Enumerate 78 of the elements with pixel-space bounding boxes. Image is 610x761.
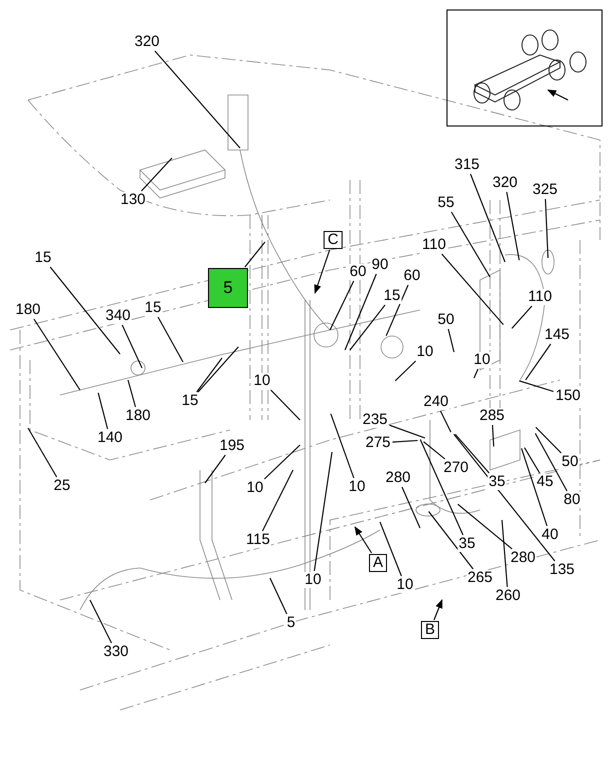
leader-line bbox=[524, 447, 540, 474]
callout-number: 280 bbox=[509, 550, 537, 566]
leader-line bbox=[423, 441, 446, 460]
leader-line bbox=[330, 280, 354, 330]
leader-line bbox=[454, 434, 490, 474]
callout-number: 10 bbox=[304, 572, 322, 588]
leader-line bbox=[394, 360, 416, 382]
callout-number: 50 bbox=[560, 454, 580, 470]
leader-line bbox=[28, 428, 58, 478]
leader-line bbox=[544, 198, 549, 258]
leader-line bbox=[379, 522, 402, 576]
leader-line bbox=[50, 266, 120, 354]
leader-line bbox=[350, 304, 386, 350]
callout-number: 15 bbox=[144, 300, 162, 316]
leader-line bbox=[428, 511, 474, 570]
leader-line bbox=[535, 426, 562, 454]
leader-line bbox=[470, 174, 506, 262]
leader-line bbox=[122, 324, 142, 368]
callout-number: 10 bbox=[472, 352, 492, 368]
leader-line bbox=[33, 318, 80, 390]
leader-line bbox=[389, 424, 426, 439]
leader-line bbox=[420, 439, 464, 536]
callout-number: 340 bbox=[104, 308, 132, 324]
leader-line bbox=[386, 284, 409, 336]
leader-line bbox=[204, 454, 226, 484]
callout-number: 40 bbox=[540, 527, 560, 543]
leader-line bbox=[262, 470, 294, 532]
leader-line bbox=[501, 520, 508, 588]
leader-line bbox=[314, 452, 333, 572]
callout-number: 240 bbox=[422, 394, 450, 410]
callout-number: 15 bbox=[382, 288, 402, 304]
leader-line bbox=[440, 410, 452, 432]
leader-line bbox=[98, 392, 108, 430]
leader-line bbox=[392, 440, 418, 443]
leader-line bbox=[520, 448, 548, 526]
leader-line bbox=[198, 346, 239, 392]
callout-number: 35 bbox=[488, 474, 506, 490]
leader-line bbox=[264, 444, 300, 480]
leader-line bbox=[244, 242, 266, 268]
leader-line bbox=[196, 358, 222, 392]
callout-number: 10 bbox=[252, 373, 272, 389]
view-letter: B bbox=[421, 621, 439, 639]
leader-line bbox=[344, 274, 377, 350]
view-letter: A bbox=[369, 554, 387, 572]
leader-line bbox=[506, 192, 520, 260]
callout-number: 150 bbox=[554, 388, 582, 404]
leader-line bbox=[450, 212, 490, 278]
callout-number: 110 bbox=[421, 237, 447, 253]
view-arrow bbox=[354, 526, 372, 554]
callout-number: 45 bbox=[536, 474, 554, 490]
callout-number: 115 bbox=[245, 532, 271, 548]
leader-line bbox=[90, 600, 112, 644]
leader-line bbox=[127, 380, 136, 408]
leader-line bbox=[270, 390, 300, 420]
view-arrow bbox=[314, 250, 330, 294]
leader-line bbox=[474, 368, 478, 378]
leader-line bbox=[492, 424, 494, 447]
leader-line bbox=[448, 328, 455, 352]
callout-number: 235 bbox=[361, 412, 389, 428]
leader-line bbox=[154, 50, 240, 148]
leader-line bbox=[453, 434, 556, 562]
view-arrow bbox=[433, 599, 443, 620]
leader-line bbox=[402, 486, 420, 528]
callout-number: 35 bbox=[458, 536, 476, 552]
leader-line bbox=[534, 433, 568, 492]
leader-line bbox=[525, 344, 552, 380]
leader-line bbox=[330, 414, 354, 478]
leader-line bbox=[511, 306, 532, 329]
leader-line bbox=[519, 380, 554, 392]
leader-line bbox=[441, 254, 504, 326]
callout-number: 110 bbox=[527, 289, 553, 305]
leader-line bbox=[270, 578, 288, 614]
view-letter: C bbox=[324, 231, 342, 249]
leader-line bbox=[141, 158, 172, 192]
leader-line bbox=[457, 504, 512, 550]
callout-number: 10 bbox=[396, 577, 414, 593]
leader-line bbox=[158, 316, 184, 362]
highlighted-callout-number: 5 bbox=[208, 268, 248, 308]
